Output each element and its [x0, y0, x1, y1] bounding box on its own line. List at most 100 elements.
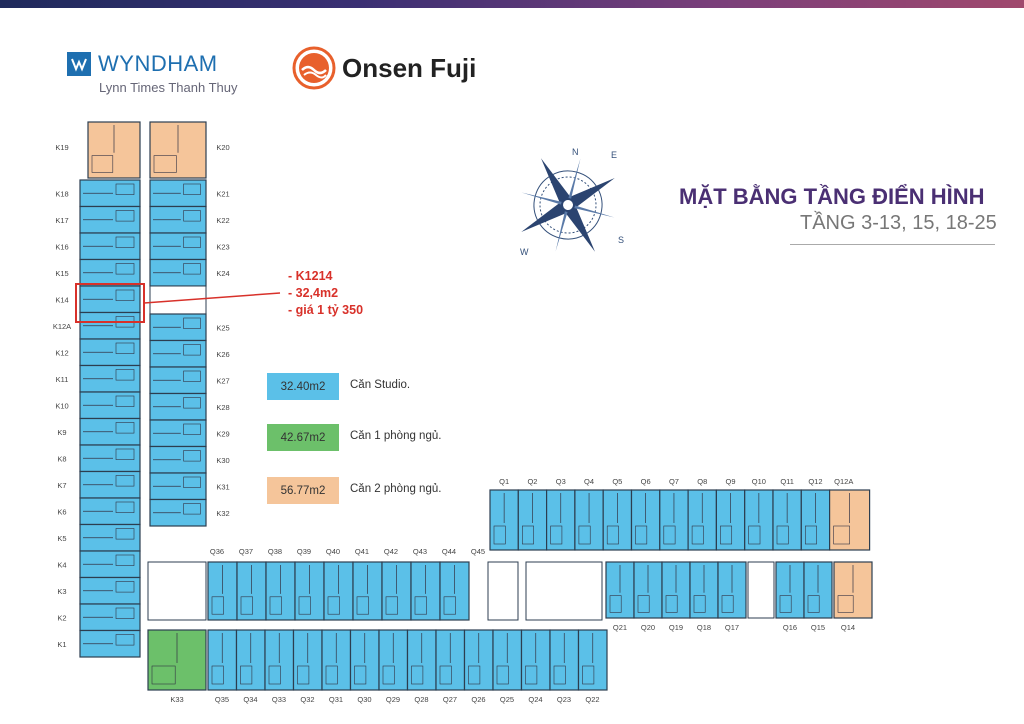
unit-k16[interactable] — [79, 232, 141, 261]
unit-k33[interactable] — [147, 629, 207, 691]
unit-label-k29: K29 — [216, 429, 229, 438]
unit-q9[interactable] — [715, 489, 746, 551]
unit-q30[interactable] — [349, 629, 380, 691]
unit-k23[interactable] — [149, 232, 207, 261]
unit-k12[interactable] — [79, 338, 141, 367]
unit-label-q21: Q21 — [613, 623, 627, 632]
unit-label-k17: K17 — [55, 216, 68, 225]
unit-q44[interactable] — [410, 561, 441, 621]
unit-q26[interactable] — [463, 629, 494, 691]
unit-q21[interactable] — [605, 561, 635, 619]
unit-q6[interactable] — [630, 489, 661, 551]
unit-k21[interactable] — [149, 179, 207, 208]
unit-label-k32: K32 — [216, 509, 229, 518]
unit-q17[interactable] — [717, 561, 747, 619]
unit-q31[interactable] — [321, 629, 352, 691]
unit-q38[interactable] — [236, 561, 267, 621]
unit-q15[interactable] — [803, 561, 833, 619]
unit-k30[interactable] — [149, 445, 207, 474]
unit-q23[interactable] — [549, 629, 580, 691]
unit-k10[interactable] — [79, 391, 141, 420]
unit-q14[interactable] — [833, 561, 873, 619]
unit-label-q26: Q26 — [471, 695, 485, 704]
unit-k20[interactable] — [149, 121, 207, 179]
unit-q2[interactable] — [517, 489, 548, 551]
unit-k19[interactable] — [87, 121, 141, 179]
unit-q20[interactable] — [633, 561, 663, 619]
unit-q10[interactable] — [744, 489, 774, 551]
unit-q3[interactable] — [545, 489, 576, 551]
top-gradient-bar — [0, 0, 1024, 8]
unit-k28[interactable] — [149, 392, 207, 421]
onsen-emblem-icon — [292, 46, 336, 90]
unit-q12[interactable] — [800, 489, 831, 551]
unit-k29[interactable] — [149, 419, 207, 448]
unit-label-q37: Q37 — [239, 547, 253, 556]
unit-k6[interactable] — [79, 497, 141, 526]
unit-k1[interactable] — [79, 629, 141, 658]
unit-q40[interactable] — [294, 561, 325, 621]
title-underline — [790, 244, 995, 245]
unit-q43[interactable] — [381, 561, 412, 621]
unit-label-q40: Q40 — [326, 547, 340, 556]
unit-k18[interactable] — [79, 179, 141, 208]
unit-q32[interactable] — [292, 629, 323, 691]
unit-q8[interactable] — [687, 489, 717, 551]
unit-k11[interactable] — [79, 364, 141, 393]
unit-label-q10: Q10 — [752, 477, 766, 486]
page-subtitle: TẦNG 3-13, 15, 18-25 — [800, 212, 997, 234]
unit-k4[interactable] — [79, 550, 141, 579]
unit-q42[interactable] — [352, 561, 383, 621]
unit-q29[interactable] — [378, 629, 409, 691]
unit-q7[interactable] — [659, 489, 689, 551]
unit-q41[interactable] — [323, 561, 354, 621]
unit-k31[interactable] — [149, 472, 207, 501]
unit-q27[interactable] — [435, 629, 466, 691]
unit-k26[interactable] — [149, 339, 207, 368]
unit-k5[interactable] — [79, 523, 141, 552]
unit-q24[interactable] — [520, 629, 551, 691]
unit-q18[interactable] — [689, 561, 719, 619]
unit-k8[interactable] — [79, 444, 141, 473]
unit-label-q34: Q34 — [243, 695, 257, 704]
unit-k25[interactable] — [149, 313, 207, 342]
unit-label-q27: Q27 — [443, 695, 457, 704]
unit-k3[interactable] — [79, 576, 141, 605]
unit-k12a[interactable] — [79, 311, 141, 340]
unit-label-k21: K21 — [216, 189, 229, 198]
unit-k14[interactable] — [79, 285, 141, 314]
unit-label-k22: K22 — [216, 216, 229, 225]
unit-k2[interactable] — [79, 603, 141, 632]
unit-q1[interactable] — [489, 489, 519, 551]
unit-k15[interactable] — [79, 258, 141, 287]
unit-q19[interactable] — [661, 561, 691, 619]
unit-q37[interactable] — [207, 561, 238, 621]
unit-k27[interactable] — [149, 366, 207, 395]
unit-label-q43: Q43 — [413, 547, 427, 556]
unit-k32[interactable] — [149, 498, 207, 527]
unit-q34[interactable] — [235, 629, 266, 691]
unit-label-k4: K4 — [57, 560, 66, 569]
unit-q4[interactable] — [574, 489, 604, 551]
unit-k22[interactable] — [149, 205, 207, 234]
unit-label-k3: K3 — [57, 587, 66, 596]
unit-q35[interactable] — [207, 629, 238, 691]
unit-q12a[interactable] — [828, 489, 871, 551]
unit-k24[interactable] — [149, 258, 207, 287]
unit-q28[interactable] — [406, 629, 437, 691]
page-title: MẶT BẰNG TẦNG ĐIỂN HÌNH — [679, 184, 985, 209]
compass-n-label: N — [572, 147, 579, 157]
unit-q25[interactable] — [492, 629, 523, 691]
unit-q33[interactable] — [264, 629, 295, 691]
unit-q45[interactable] — [439, 561, 470, 621]
unit-q39[interactable] — [265, 561, 296, 621]
unit-k17[interactable] — [79, 205, 141, 234]
unit-q11[interactable] — [772, 489, 802, 551]
unit-k7[interactable] — [79, 470, 141, 499]
unit-q22[interactable] — [577, 629, 608, 691]
unit-k9[interactable] — [79, 417, 141, 446]
unit-label-q23: Q23 — [557, 695, 571, 704]
unit-label-q3: Q3 — [556, 477, 566, 486]
unit-q5[interactable] — [602, 489, 633, 551]
unit-q16[interactable] — [775, 561, 805, 619]
